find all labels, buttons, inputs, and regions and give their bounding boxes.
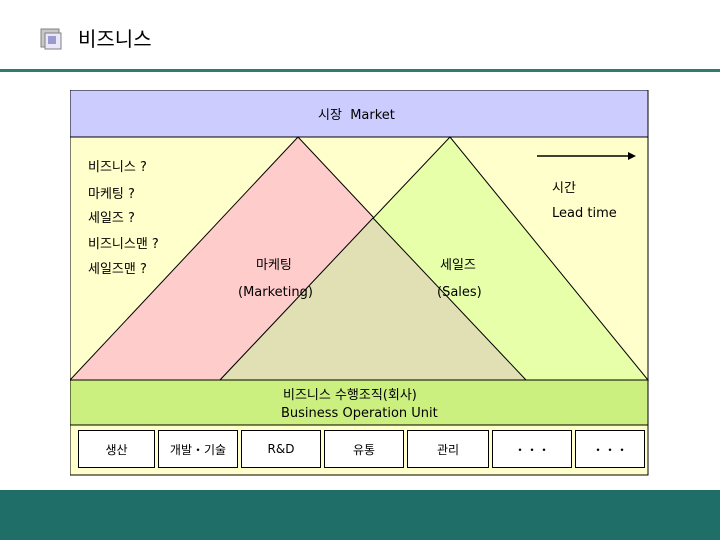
unit-development: 개발・기술 <box>158 430 238 468</box>
unit-more-1: ・・・ <box>492 430 572 468</box>
market-label-en: Market <box>350 108 395 123</box>
question-businessman: 비즈니스맨 ? <box>88 237 159 252</box>
overlap-region <box>220 218 526 380</box>
organization-band <box>70 379 649 426</box>
market-label: 시장 Market <box>318 108 395 124</box>
question-sales: 세일즈 ? <box>88 211 135 226</box>
time-label-en: Lead time <box>552 206 617 221</box>
sales-label-en: (Sales) <box>437 285 482 300</box>
title-divider <box>0 69 720 72</box>
slide-bullet-icon <box>40 28 62 50</box>
market-label-ko: 시장 <box>318 108 342 123</box>
marketing-label-en: (Marketing) <box>238 285 313 300</box>
marketing-label-ko: 마케팅 <box>256 258 292 273</box>
market-band <box>70 90 649 138</box>
unit-rnd: R&D <box>241 430 321 468</box>
unit-management: 관리 <box>407 430 489 468</box>
time-label-ko: 시간 <box>552 181 576 196</box>
question-salesman: 세일즈맨 ? <box>88 262 147 277</box>
unit-production: 생산 <box>78 430 155 468</box>
organization-label-en: Business Operation Unit <box>281 406 438 421</box>
question-business: 비즈니스 ? <box>88 160 147 175</box>
page-title: 비즈니스 <box>78 27 152 51</box>
unit-more-2: ・・・ <box>575 430 645 468</box>
organization-label-ko: 비즈니스 수행조직(회사) <box>283 388 417 403</box>
footer-bar <box>0 490 720 540</box>
question-marketing: 마케팅 ? <box>88 187 135 202</box>
unit-distribution: 유통 <box>324 430 404 468</box>
sales-label-ko: 세일즈 <box>440 258 476 273</box>
time-arrow-head <box>628 152 636 160</box>
